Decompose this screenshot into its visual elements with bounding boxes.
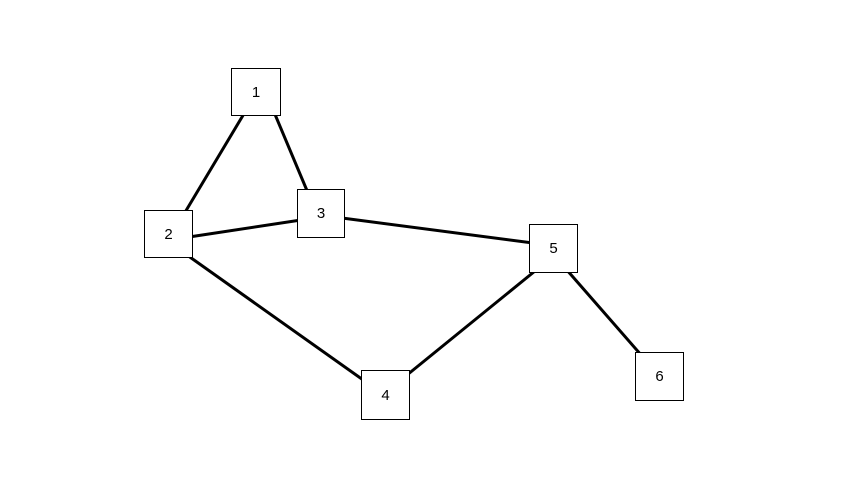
node-label-4: 4: [381, 386, 390, 404]
graph-node-3[interactable]: 3: [297, 189, 345, 238]
node-label-5: 5: [549, 240, 558, 257]
graph-node-4[interactable]: 4: [361, 370, 410, 420]
graph-node-2[interactable]: 2: [144, 210, 193, 258]
graph-edge-1-3: [272, 110, 310, 195]
graph-node-5[interactable]: 5: [529, 224, 578, 273]
node-label-2: 2: [164, 225, 173, 243]
graph-edge-1-2: [182, 110, 247, 216]
graph-edge-3-5: [340, 216, 535, 245]
node-label-3: 3: [316, 205, 326, 222]
graph-node-6[interactable]: 6: [635, 352, 684, 401]
node-label-6: 6: [655, 368, 664, 385]
graph-node-1[interactable]: 1: [231, 68, 281, 116]
graph-edge-2-3: [187, 218, 303, 239]
graph-edge-2-4: [185, 253, 368, 384]
node-label-1: 1: [251, 83, 261, 101]
graph-edge-5-6: [564, 267, 644, 358]
graph-edge-4-5: [405, 269, 537, 377]
